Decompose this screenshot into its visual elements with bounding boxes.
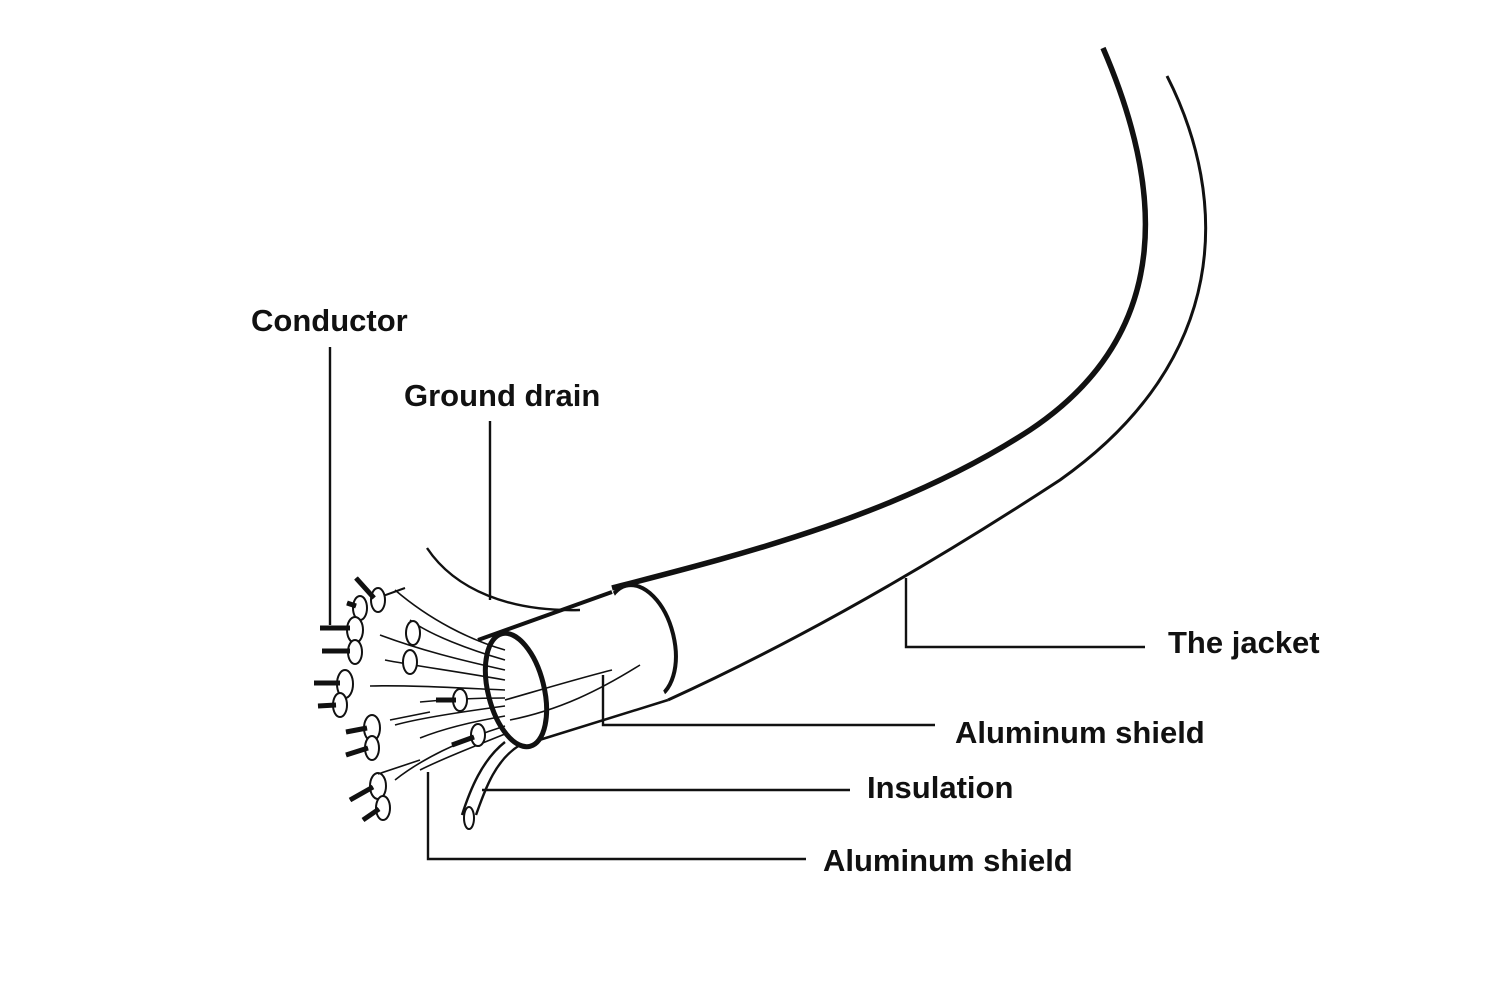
conductor-end-8 (451, 723, 486, 748)
leader-aluminum-shield-inner (426, 772, 806, 861)
label-aluminum-shield-inner: Aluminum shield (823, 843, 1073, 878)
cable-jacket (602, 46, 1208, 702)
aluminum-shield-outer (477, 590, 669, 750)
label-conductor: Conductor (251, 303, 408, 338)
leader-aluminum-shield-outer (601, 675, 935, 727)
conductor-end-5 (314, 669, 354, 718)
conductor-end-1 (354, 576, 406, 613)
conductor-bundle (314, 576, 641, 823)
conductor-end-6 (436, 688, 468, 712)
conductor-end-3 (320, 616, 421, 646)
conductor-end-4 (322, 639, 418, 675)
label-aluminum-shield-outer: Aluminum shield (955, 715, 1205, 750)
ground-drain-wire (426, 547, 581, 612)
conductor-end-9 (348, 772, 391, 823)
label-insulation: Insulation (867, 770, 1013, 805)
label-jacket: The jacket (1168, 625, 1320, 660)
insulation-lead (460, 741, 521, 830)
twisted-pair-strands (369, 589, 641, 781)
conductor-end-7 (345, 714, 381, 761)
leader-jacket (904, 578, 1145, 649)
labels: Conductor Ground drain The jacket Alumin… (251, 303, 1320, 878)
label-ground-drain: Ground drain (404, 378, 600, 413)
leader-lines (328, 347, 1145, 861)
